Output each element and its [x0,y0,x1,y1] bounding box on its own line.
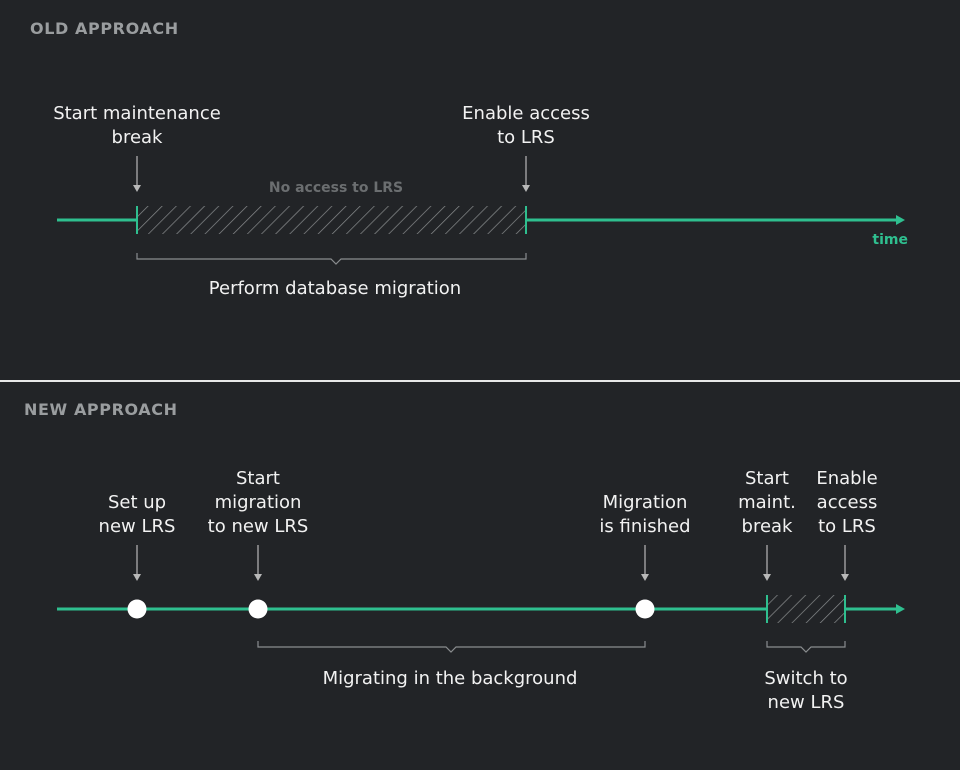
section-divider [0,380,960,382]
start-migration-arrow [254,545,262,581]
setup-arrow [133,545,141,581]
no-access-label: No access to LRS [268,180,404,196]
background-migration-brace [257,641,646,653]
old-approach-title: OLD APPROACH [30,19,179,38]
switch-brace [766,641,846,653]
time-axis-label: time [872,232,908,248]
new-approach-panel: NEW APPROACH [0,382,960,770]
switch-to-new-lrs-label: Switch to new LRS [764,668,848,713]
enable-access-label: Enable access to LRS [816,468,878,537]
old-no-access-block [137,206,526,234]
old-timeline-arrowhead [896,215,905,225]
start-break-arrow [763,545,771,581]
start-migration-label: Start migration to new LRS [207,468,309,537]
perform-migration-label: Perform database migration [208,278,462,299]
old-timeline-diagram [57,156,905,265]
old-enable-access-label: Enable access to LRS [462,103,590,148]
old-migration-brace [136,253,527,265]
start-maint-break-label: Start maint. break [738,468,796,537]
old-start-break-label: Start maintenance break [53,103,221,148]
setup-new-lrs-label: Set up new LRS [98,492,176,537]
new-switch-block [767,595,845,623]
new-timeline-arrowhead [896,604,905,614]
new-approach-title: NEW APPROACH [24,400,178,419]
new-timeline-diagram [57,545,905,653]
migration-finished-arrow [641,545,649,581]
old-enable-arrow [522,156,530,192]
migrating-background-label: Migrating in the background [322,668,578,689]
old-start-arrow [133,156,141,192]
migration-finished-label: Migration is finished [599,492,691,537]
setup-milestone-dot [127,599,147,619]
start-migration-milestone-dot [248,599,268,619]
old-approach-panel: OLD APPROACH Start maintenance break Ena… [0,0,960,380]
migration-finished-milestone-dot [635,599,655,619]
enable-access-arrow [841,545,849,581]
